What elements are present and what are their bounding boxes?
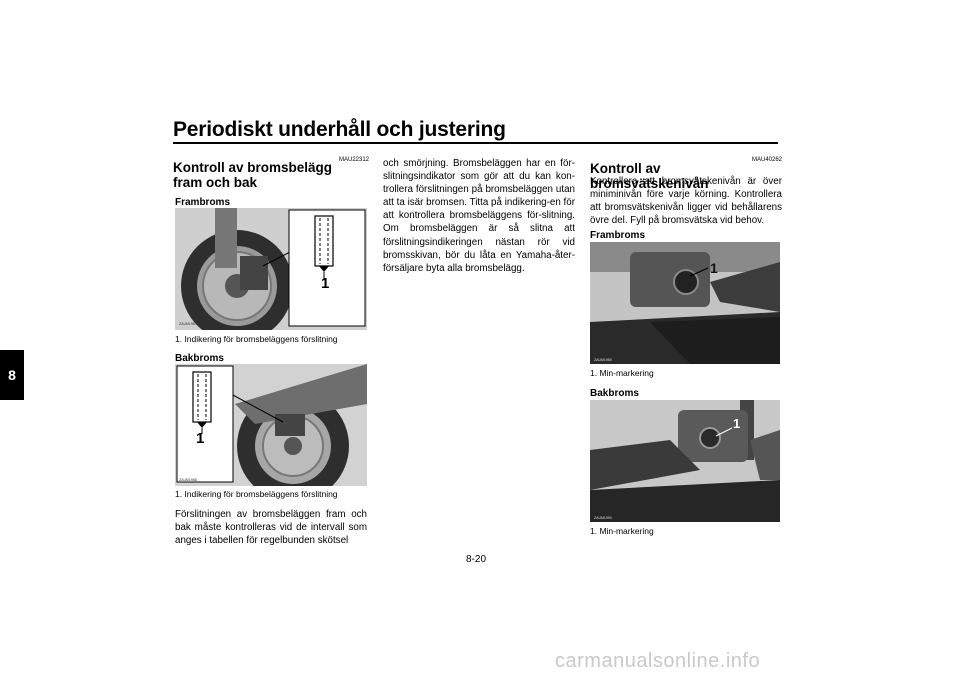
image-code: ZAUM1988 — [179, 478, 197, 482]
front-caption: 1. Min-markering — [590, 368, 654, 378]
chapter-tab: 8 — [0, 350, 24, 400]
front-brake-pad-illustration: 1 ZAUM1987 — [175, 208, 367, 330]
front-brake-label: Frambroms — [590, 230, 646, 241]
callout-1: 1 — [196, 430, 205, 447]
section-code: MAU40262 — [752, 157, 783, 163]
callout-1: 1 — [321, 275, 330, 292]
watermark-link[interactable]: carmanualsonline.info — [555, 650, 761, 672]
front-brake-label: Frambroms — [175, 197, 231, 208]
section-heading: Kontroll av bromsbelägg fram och bak — [173, 160, 333, 190]
section-code: MAU22312 — [339, 157, 370, 163]
section-heading: Kontroll av bromsvätskenivån — [590, 161, 709, 191]
rear-brake-pad-illustration: 1 ZAUM1988 — [175, 364, 367, 486]
paragraph: och smörjning. Bromsbeläggen har en för-… — [383, 158, 575, 274]
paragraph: Kontrollera att bromsvätskenivån är över… — [590, 176, 782, 227]
header-rule — [173, 142, 778, 144]
paragraph: Förslitningen av bromsbeläggen fram och … — [175, 509, 367, 547]
callout-1: 1 — [710, 260, 718, 276]
image-code: ZAUM1990 — [594, 516, 612, 520]
callout-1: 1 — [733, 416, 741, 431]
rear-brake-label: Bakbroms — [590, 388, 639, 399]
front-caption: 1. Indikering för bromsbeläggens förslit… — [175, 334, 338, 344]
rear-caption: 1. Indikering för bromsbeläggens förslit… — [175, 489, 338, 499]
page-number: 8-20 — [466, 554, 487, 565]
rear-reservoir-photo: 1 ZAUM1990 — [590, 400, 780, 522]
image-code: ZAUM1987 — [179, 322, 197, 326]
page-title: Periodiskt underhåll och justering — [173, 118, 506, 141]
rear-caption: 1. Min-markering — [590, 526, 654, 536]
front-reservoir-photo: 1 ZAUM1989 — [590, 242, 780, 364]
image-code: ZAUM1989 — [594, 358, 612, 362]
rear-brake-label: Bakbroms — [175, 353, 224, 364]
